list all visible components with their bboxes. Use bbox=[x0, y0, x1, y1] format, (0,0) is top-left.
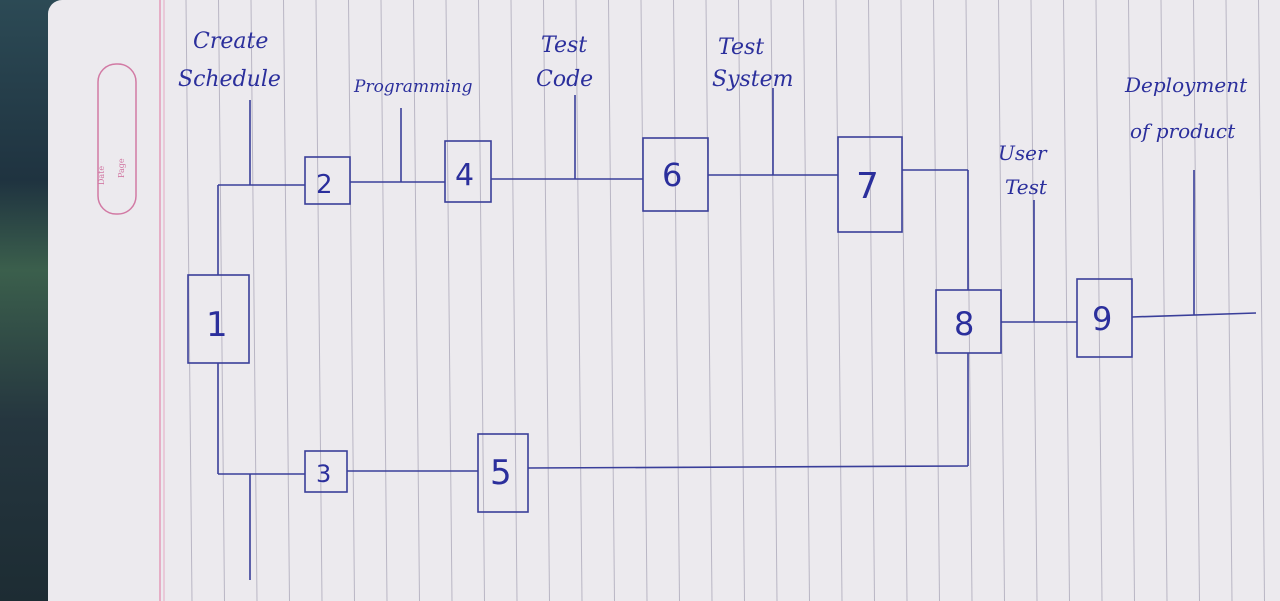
activity-deployment: Deployment of product bbox=[1124, 73, 1248, 143]
node-2: 2 bbox=[304, 156, 351, 205]
deployment-line-2: of product bbox=[1130, 119, 1236, 143]
ruled-line bbox=[413, 0, 420, 601]
ruled-line bbox=[673, 0, 680, 601]
date-page-stamp: Date Page bbox=[97, 63, 137, 215]
ruled-line bbox=[835, 0, 843, 601]
stamp-date-label: Date bbox=[97, 166, 106, 185]
stamp-page-label: Page bbox=[117, 158, 126, 178]
edges bbox=[217, 88, 1257, 580]
ruled-line bbox=[478, 0, 485, 601]
ruled-line bbox=[218, 0, 225, 601]
activity-test-code: Test Code bbox=[536, 33, 593, 92]
schedule-label: Schedule bbox=[178, 67, 281, 92]
activity-test-system: Test System bbox=[712, 35, 794, 92]
node-1-label: 1 bbox=[206, 305, 228, 345]
ruled-line bbox=[608, 0, 615, 601]
ruled-line bbox=[543, 0, 550, 601]
ruled-line bbox=[640, 0, 648, 601]
ruled-line bbox=[900, 0, 908, 601]
create-label: Create bbox=[193, 29, 268, 54]
activity-user-test: User Test bbox=[998, 141, 1048, 199]
test-system-line-2: System bbox=[712, 67, 794, 92]
node-1: 1 bbox=[187, 274, 250, 364]
ruled-line bbox=[283, 0, 290, 601]
ruled-line bbox=[1225, 0, 1233, 601]
ruled-line bbox=[185, 0, 193, 601]
ruled-line bbox=[965, 0, 973, 601]
node-3: 3 bbox=[304, 450, 348, 493]
node-8: 8 bbox=[935, 289, 1002, 354]
edge-5-8-h bbox=[527, 465, 969, 469]
ruled-line bbox=[770, 0, 778, 601]
deployment-line-1: Deployment bbox=[1124, 73, 1248, 97]
test-code-line-1: Test bbox=[541, 33, 587, 58]
node-8-label: 8 bbox=[954, 305, 974, 343]
ruled-line bbox=[1193, 0, 1200, 601]
ruled-line bbox=[348, 0, 355, 601]
node-9-label: 9 bbox=[1092, 300, 1112, 338]
ruled-line bbox=[445, 0, 453, 601]
node-7: 7 bbox=[837, 136, 903, 233]
user-test-line-2: Test bbox=[1005, 175, 1048, 199]
node-9: 9 bbox=[1076, 278, 1133, 358]
node-4: 4 bbox=[444, 140, 492, 203]
node-5-label: 5 bbox=[490, 453, 512, 493]
activity-create-schedule: Create Schedule bbox=[178, 29, 281, 92]
test-system-line-1: Test bbox=[718, 35, 764, 60]
ruled-line bbox=[315, 0, 323, 601]
node-5: 5 bbox=[477, 433, 529, 513]
node-4-label: 4 bbox=[455, 158, 474, 193]
ruled-lines bbox=[185, 0, 1265, 601]
node-7-label: 7 bbox=[856, 166, 879, 207]
test-code-line-2: Code bbox=[536, 67, 593, 92]
ruled-line bbox=[510, 0, 518, 601]
node-6-label: 6 bbox=[662, 156, 682, 194]
ruled-line bbox=[250, 0, 258, 601]
ruled-line bbox=[803, 0, 810, 601]
ruled-line bbox=[1095, 0, 1103, 601]
ruled-line bbox=[1258, 0, 1265, 601]
activity-programming: Programming bbox=[353, 77, 473, 97]
user-test-line-1: User bbox=[998, 141, 1048, 165]
ruled-line bbox=[1160, 0, 1168, 601]
node-2-label: 2 bbox=[316, 170, 333, 200]
node-3-label: 3 bbox=[316, 460, 331, 488]
ruled-line bbox=[738, 0, 745, 601]
node-6: 6 bbox=[642, 137, 709, 212]
ruled-line bbox=[705, 0, 713, 601]
ruled-line bbox=[380, 0, 388, 601]
ruled-line bbox=[575, 0, 583, 601]
ruled-line bbox=[1063, 0, 1070, 601]
notebook-page bbox=[48, 0, 1280, 601]
ruled-line bbox=[868, 0, 875, 601]
